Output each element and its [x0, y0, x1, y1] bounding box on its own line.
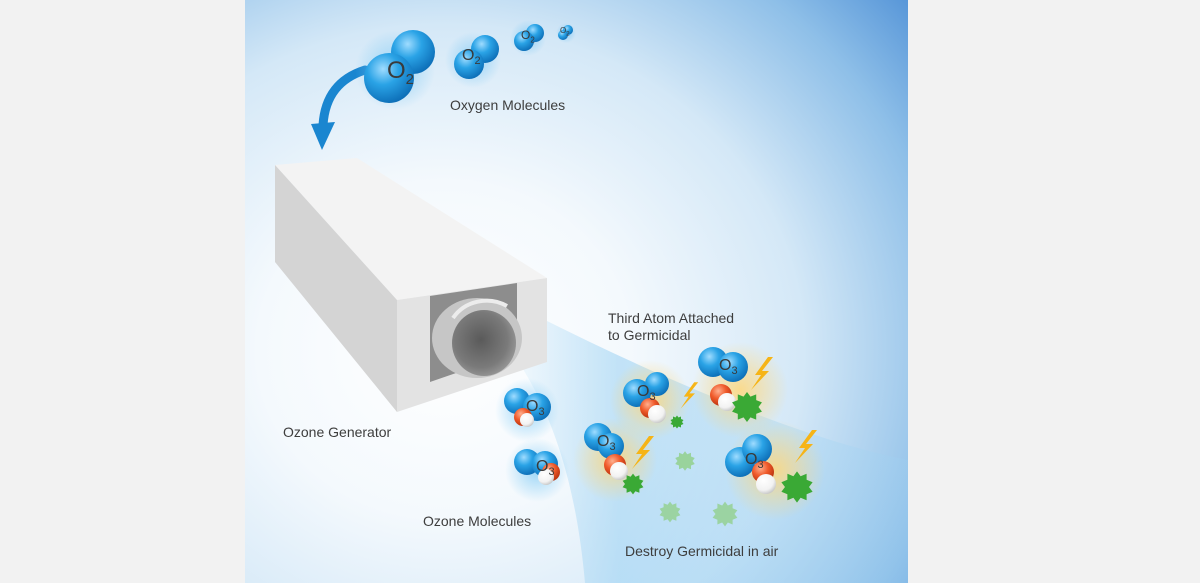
label-ozone-generator: Ozone Generator — [283, 424, 392, 440]
label-third-atom-line1: Third Atom Attached — [608, 310, 735, 326]
label-ozone-molecules: Ozone Molecules — [423, 513, 532, 529]
ozone-attack-3 — [573, 418, 657, 502]
label-destroy-germicidal: Destroy Germicidal in air — [625, 543, 779, 559]
ozone-molecule-2 — [505, 438, 569, 502]
formula-o3: O3 — [536, 458, 555, 479]
formula-o2-medium: O2 — [462, 47, 481, 68]
formula-o2-small: O2 — [521, 28, 535, 45]
ozone-attack-2 — [692, 342, 788, 438]
formula-o3: O3 — [637, 383, 656, 404]
formula-o3: O3 — [526, 398, 545, 419]
oxygen-molecules — [355, 20, 576, 110]
label-third-atom: Third Atom Attached to Germicidal — [608, 310, 734, 344]
diagram-panel: O2 O2 O2 O2 O3 O3 O3 O3 O3 O3 Oxygen Mol… — [245, 0, 908, 583]
ozone-generator — [275, 158, 547, 412]
label-third-atom-line2: to Germicidal — [608, 327, 691, 343]
formula-o3: O3 — [597, 433, 616, 454]
label-oxygen-molecules: Oxygen Molecules — [450, 97, 566, 113]
ozone-attack-1 — [610, 360, 699, 440]
formula-o3: O3 — [719, 357, 738, 378]
formula-o2-large: O2 — [387, 57, 415, 88]
formula-o2-tiny: O2 — [560, 26, 570, 38]
ozone-diagram — [275, 20, 908, 583]
ozone-attack-4 — [725, 420, 825, 520]
formula-o3: O3 — [745, 451, 764, 472]
ozone-molecule-1 — [495, 378, 559, 442]
ozone-stream — [495, 320, 908, 583]
